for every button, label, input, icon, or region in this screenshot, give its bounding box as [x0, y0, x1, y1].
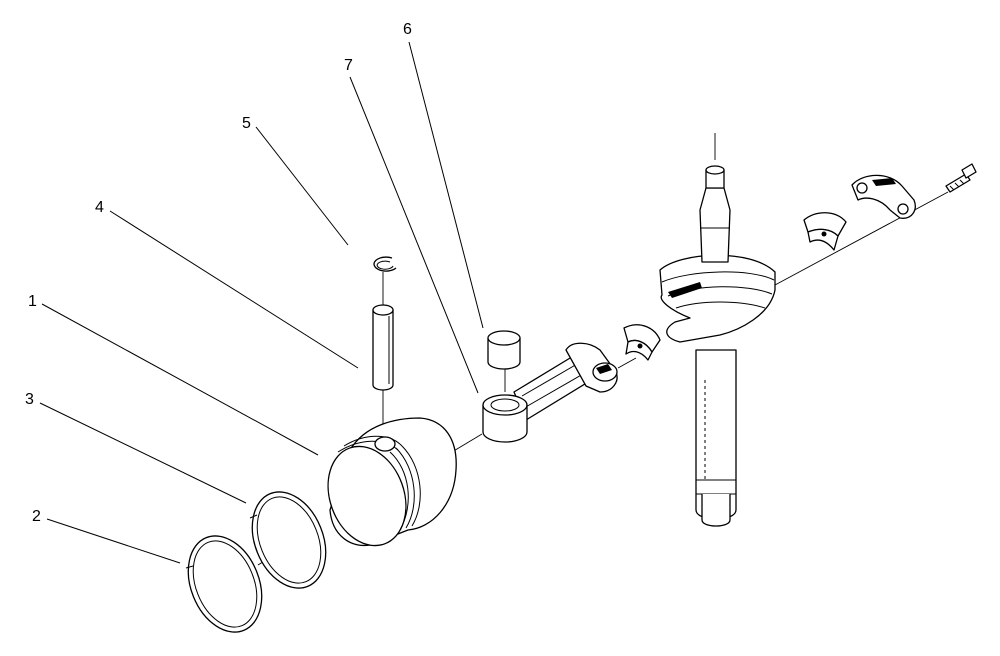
- bearing-cap: [851, 174, 916, 219]
- piston-ring-upper: [249, 491, 327, 589]
- piston-pin: [372, 304, 394, 391]
- callout-4-number: 4: [95, 199, 104, 216]
- small-end-bushing: [487, 330, 521, 370]
- crank-to-cap-axis-line: [774, 191, 949, 286]
- leader-line-1: [41, 303, 319, 456]
- callout-5-number: 5: [242, 115, 251, 132]
- cap-bolt: [945, 163, 977, 193]
- rod-bearing-shell: [623, 324, 661, 361]
- leader-line-5: [255, 126, 349, 246]
- callout-2-number: 2: [32, 508, 41, 525]
- callout-3-number: 3: [25, 391, 34, 408]
- callout-1-number: 1: [28, 293, 37, 310]
- crankshaft: [659, 165, 776, 527]
- leader-line-2: [46, 518, 181, 564]
- leader-line-4: [109, 210, 359, 369]
- leader-line-7: [349, 76, 479, 394]
- leader-line-6: [408, 41, 484, 329]
- piston-ring-lower: [185, 535, 263, 633]
- rod-to-bearing-axis-line: [617, 357, 637, 369]
- callout-6-number: 6: [403, 21, 412, 38]
- main-bearing-shell: [803, 212, 847, 251]
- piston: [327, 417, 457, 547]
- connecting-rod: [482, 342, 618, 443]
- callout-7-number: 7: [344, 57, 353, 74]
- piston-to-rod-axis-line: [451, 433, 483, 453]
- circlip: [373, 256, 397, 272]
- leader-line-3: [39, 402, 247, 504]
